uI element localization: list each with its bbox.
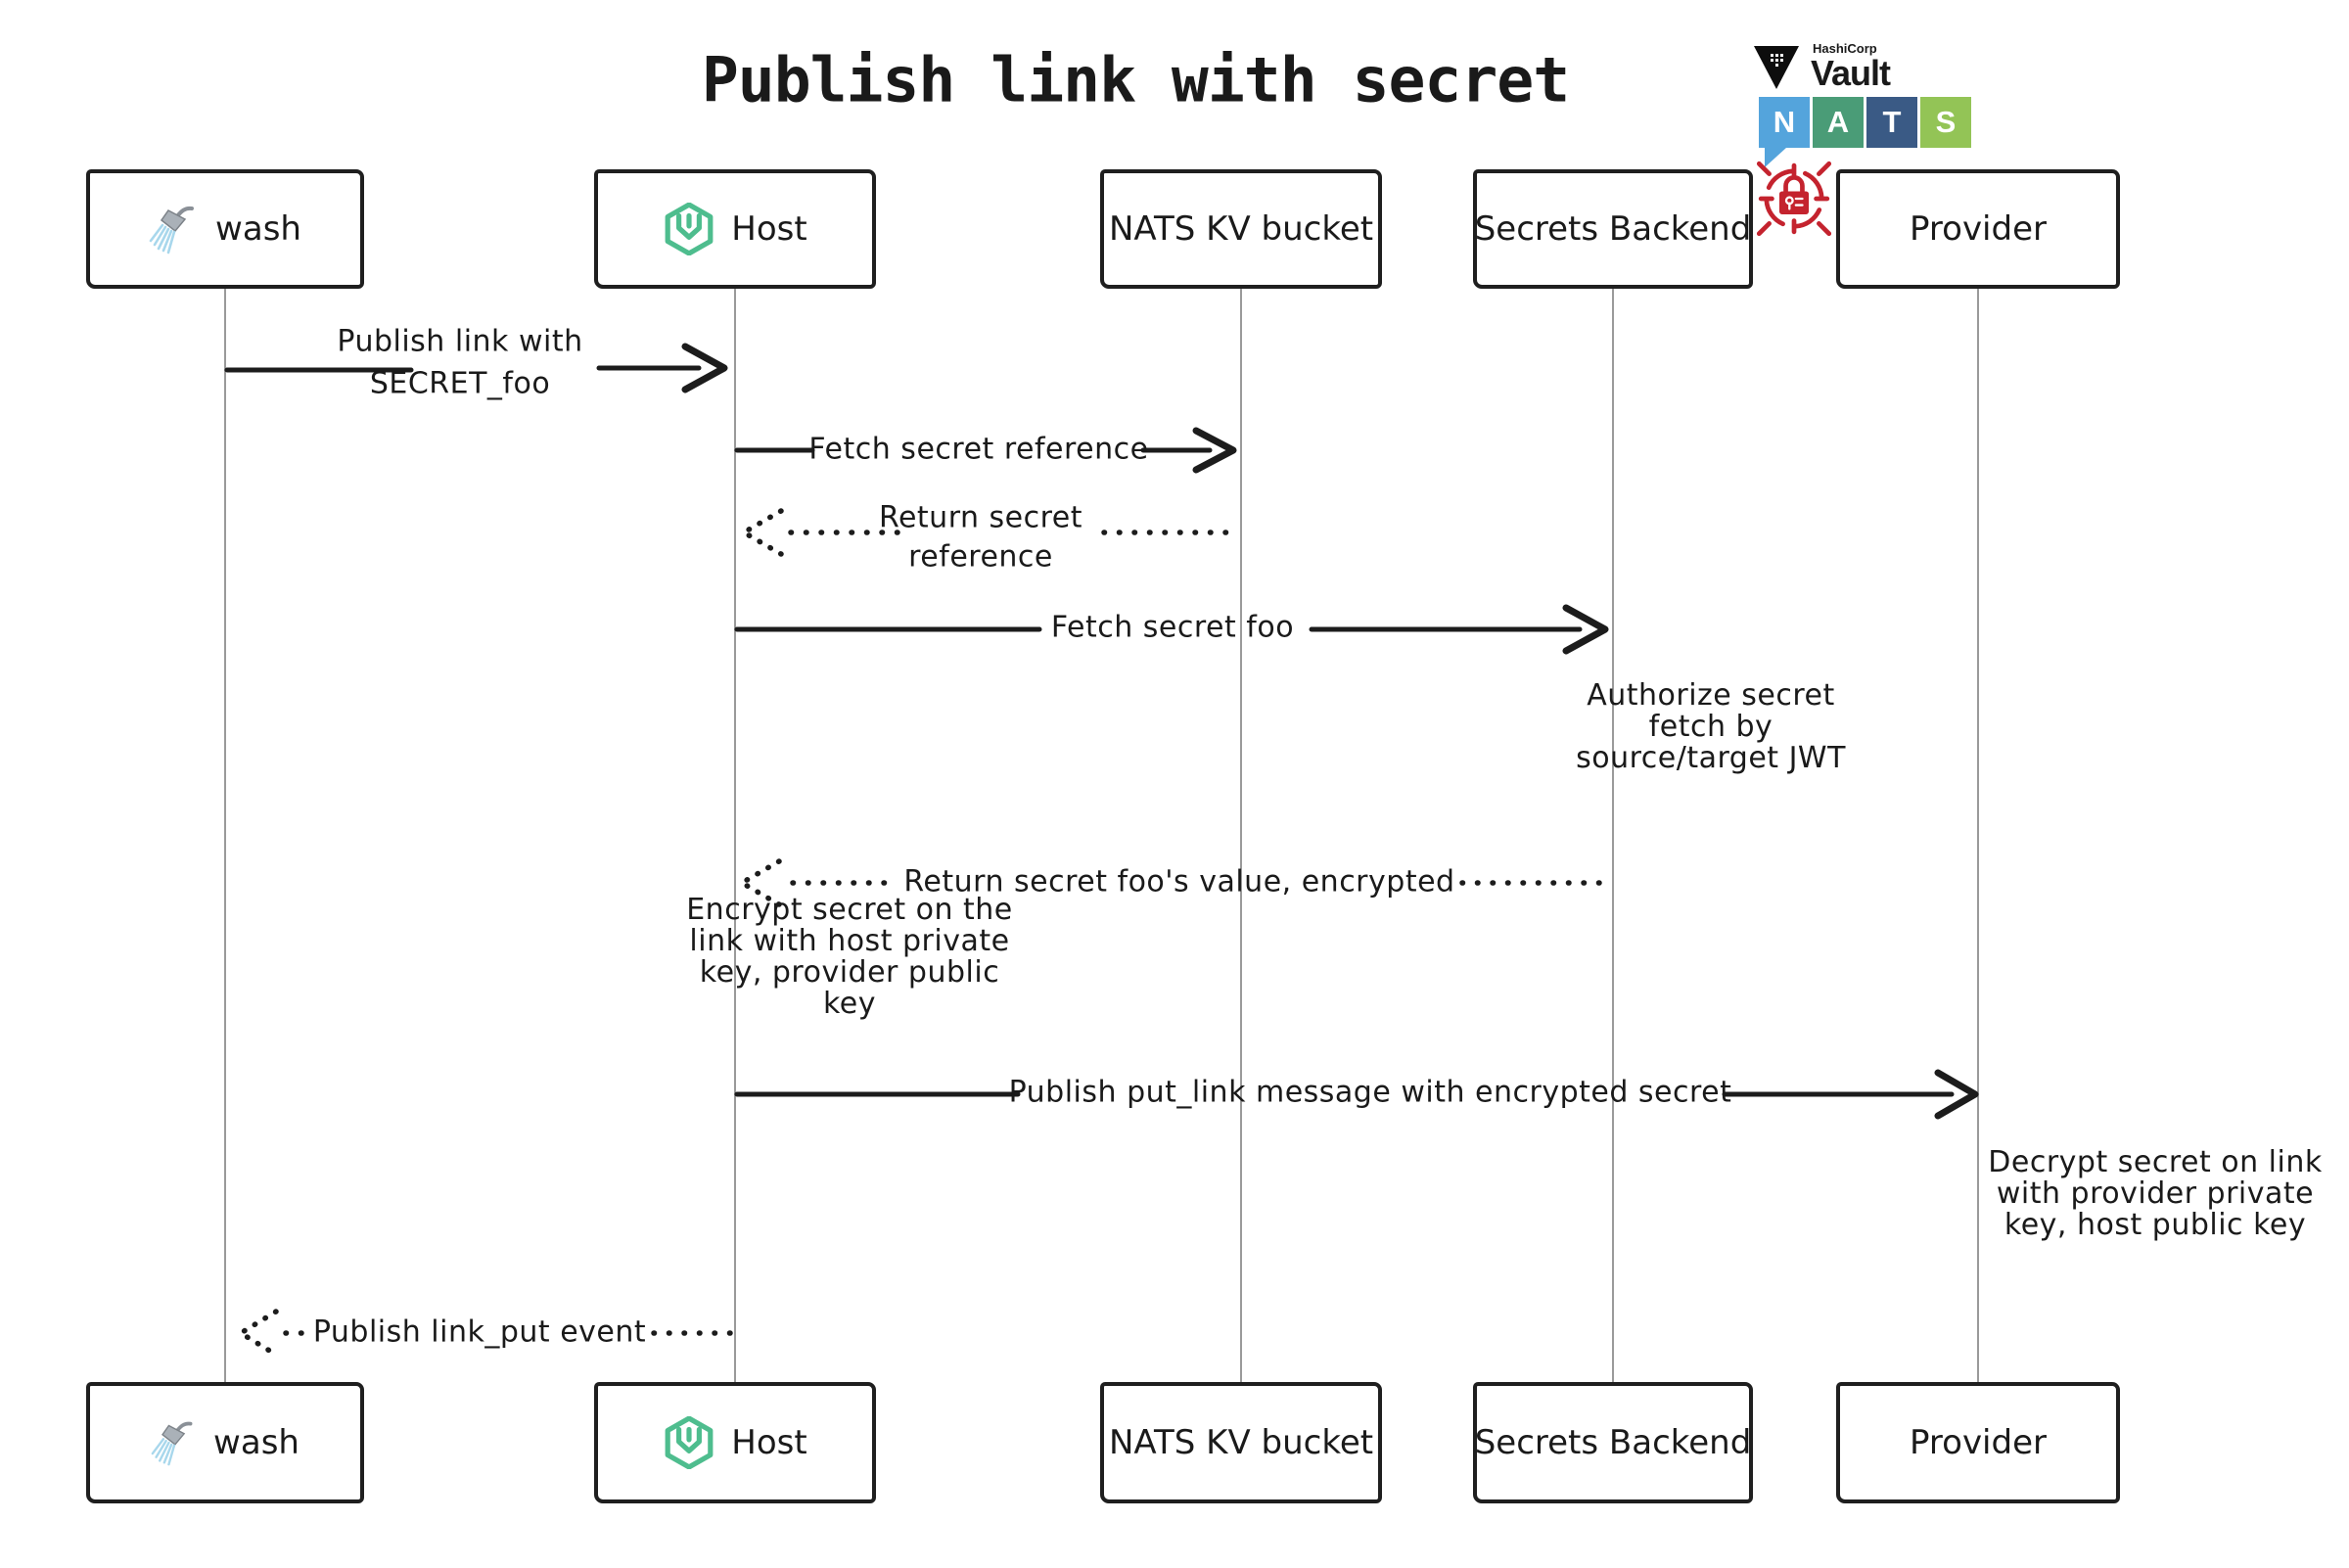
participant-host-bottom: Host	[594, 1382, 876, 1503]
participant-wash-bottom: wash	[86, 1382, 364, 1503]
message-3-label-line2: reference	[908, 539, 1053, 575]
message-1-label-line2: SECRET_foo	[369, 366, 551, 401]
participant-provider-top: Provider	[1836, 169, 2120, 289]
participant-label: wash	[215, 209, 301, 249]
participant-host-top: Host	[594, 169, 876, 289]
participant-label: Provider	[1910, 1423, 2047, 1462]
vault-product-text: Vault	[1811, 53, 1891, 93]
participant-label: Secrets Backend	[1474, 209, 1752, 249]
participant-label: NATS KV bucket	[1108, 209, 1374, 249]
message-4-arrowhead	[1562, 604, 1609, 655]
note-encrypt-secret: Encrypt secret on the link with host pri…	[686, 895, 1013, 1020]
shower-icon	[149, 206, 195, 254]
nats-logo: N A T S	[1759, 97, 1974, 171]
participant-nats-bottom: NATS KV bucket	[1100, 1382, 1382, 1503]
note-line: Decrypt secret on link	[1988, 1145, 2323, 1179]
message-5-arrowhead	[736, 858, 782, 907]
diagram-title: Publish link with secret	[701, 44, 1570, 116]
participant-label: Provider	[1910, 209, 2047, 249]
wasmcloud-hexagon-icon	[665, 1416, 714, 1469]
message-4-label: Fetch secret foo	[1050, 610, 1295, 645]
note-line: Encrypt secret on the	[686, 893, 1013, 927]
participant-secrets-top: Secrets Backend	[1473, 169, 1753, 289]
note-line: key	[822, 987, 877, 1021]
message-3-arrowhead	[738, 508, 784, 557]
message-7-label: Publish link_put event	[312, 1314, 647, 1350]
wasmcloud-hexagon-icon	[665, 203, 714, 255]
participant-label: wash	[213, 1423, 299, 1462]
nats-letter-s: S	[1920, 97, 1971, 148]
nats-letter-a: A	[1813, 97, 1864, 148]
note-authorize-secret: Authorize secret fetch by source/target …	[1576, 680, 1846, 774]
vault-brand-text: HashiCorp	[1813, 41, 1877, 56]
nats-letter-t: T	[1866, 97, 1917, 148]
participant-label: Host	[731, 1423, 807, 1462]
participant-label: NATS KV bucket	[1108, 1423, 1374, 1462]
participant-nats-top: NATS KV bucket	[1100, 169, 1382, 289]
message-3-label-line1: Return secret	[878, 500, 1083, 535]
message-6-arrowhead	[1934, 1069, 1979, 1120]
message-5-label: Return secret foo's value, encrypted	[903, 864, 1455, 899]
participant-secrets-bottom: Secrets Backend	[1473, 1382, 1753, 1503]
message-7-arrowhead	[235, 1309, 279, 1358]
message-2-label: Fetch secret reference	[808, 432, 1149, 467]
note-decrypt-secret: Decrypt secret on link with provider pri…	[1988, 1147, 2322, 1241]
message-1-arrowhead	[681, 343, 728, 393]
participant-wash-top: wash	[86, 169, 364, 289]
participant-provider-bottom: Provider	[1836, 1382, 2120, 1503]
participant-label: Secrets Backend	[1474, 1423, 1752, 1462]
note-line: Authorize secret	[1587, 678, 1835, 713]
note-line: link with host private	[689, 924, 1010, 958]
vault-logo: HashiCorp Vault	[1752, 41, 1967, 96]
secret-lock-target-icon	[1756, 161, 1832, 237]
participant-label: Host	[731, 209, 807, 249]
note-line: key, provider public	[699, 955, 1000, 990]
note-line: fetch by	[1648, 710, 1773, 744]
message-2-arrowhead	[1192, 427, 1237, 474]
note-line: with provider private	[1996, 1176, 2315, 1211]
shower-icon	[151, 1421, 193, 1466]
note-line: source/target JWT	[1576, 741, 1846, 775]
vault-logo-icon	[1754, 46, 1799, 89]
note-line: key, host public key	[2004, 1208, 2307, 1242]
message-6-label: Publish put_link message with encrypted …	[1008, 1075, 1732, 1110]
message-1-label-line1: Publish link with	[337, 324, 583, 359]
nats-bubble-tail	[1765, 148, 1786, 167]
nats-letter-n: N	[1759, 97, 1810, 148]
